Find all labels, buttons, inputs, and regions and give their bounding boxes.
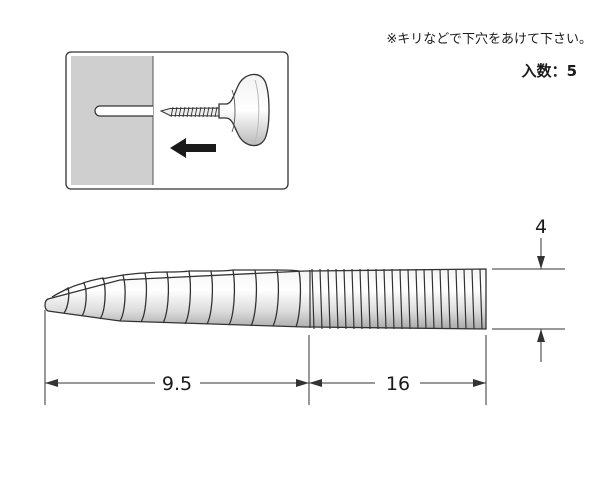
dimension-shank-length: 16 (386, 373, 410, 395)
screw-drawing (44, 268, 487, 330)
quantity-separator: ： (551, 62, 567, 80)
quantity-label-text: 入数 (521, 62, 552, 80)
dimension-diameter: 4 (535, 216, 547, 238)
wall-section (71, 56, 153, 185)
knob-screw (159, 106, 220, 118)
pilot-hole (94, 105, 153, 117)
dimension-arrowheads (45, 256, 545, 387)
pilot-hole-note: ※キリなどで下穴をあけて下さい。 (386, 32, 592, 47)
coarse-threads (51, 269, 302, 328)
screw-body (44, 268, 487, 330)
dimension-thread-length: 9.5 (162, 373, 192, 395)
fine-threads (311, 268, 483, 330)
quantity-label: 入数：5 (430, 60, 577, 81)
installation-illustration (65, 51, 289, 190)
knob (218, 73, 270, 147)
insert-direction-arrow (170, 138, 216, 158)
quantity-value: 5 (566, 62, 577, 80)
